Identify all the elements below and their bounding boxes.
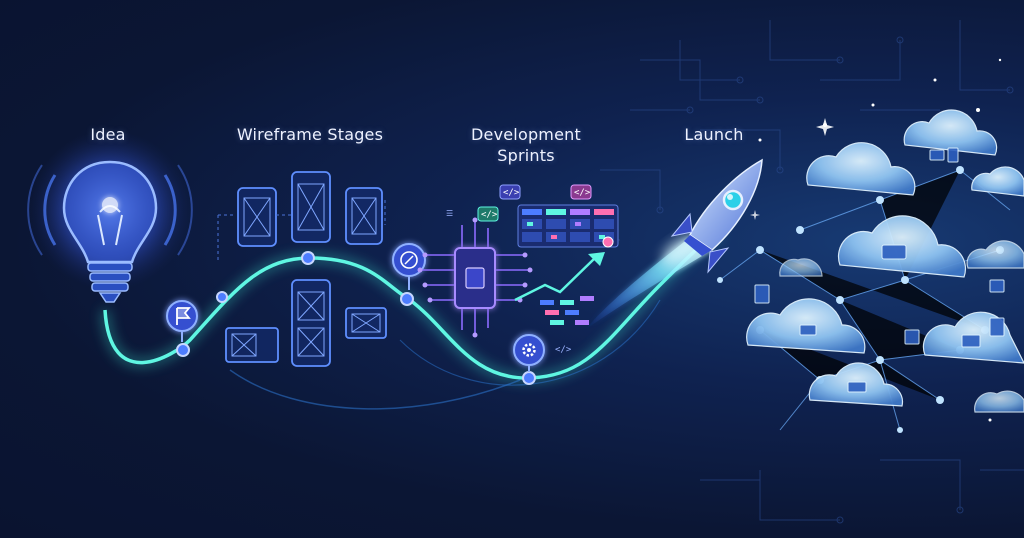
stage-label-idea: Idea — [90, 125, 126, 144]
stage-label-wireframe: Wireframe Stages — [236, 125, 384, 144]
svg-text:</>: </> — [503, 188, 520, 198]
rocket-icon — [585, 158, 763, 330]
compass-pin-icon — [392, 243, 426, 290]
wireframe-icon — [217, 171, 387, 367]
sprint-board — [514, 204, 619, 325]
path-nodes — [176, 251, 536, 385]
svg-text:</>: </> — [555, 345, 572, 355]
stage-label-development: Development Sprints — [471, 125, 581, 165]
svg-text:</>: </> — [481, 210, 498, 220]
code-tags: </> </> </> </> ☰ — [446, 184, 592, 355]
chip-icon — [417, 217, 533, 338]
lightbulb-icon — [27, 130, 193, 303]
stage-label-launch: Launch — [684, 125, 744, 144]
cloud-network — [717, 109, 1024, 433]
gear-pin-icon — [513, 334, 545, 372]
circuit-background — [560, 20, 1024, 524]
svg-text:</>: </> — [574, 188, 591, 198]
svg-text:☰: ☰ — [446, 209, 453, 218]
flag-pin-icon — [166, 300, 198, 342]
